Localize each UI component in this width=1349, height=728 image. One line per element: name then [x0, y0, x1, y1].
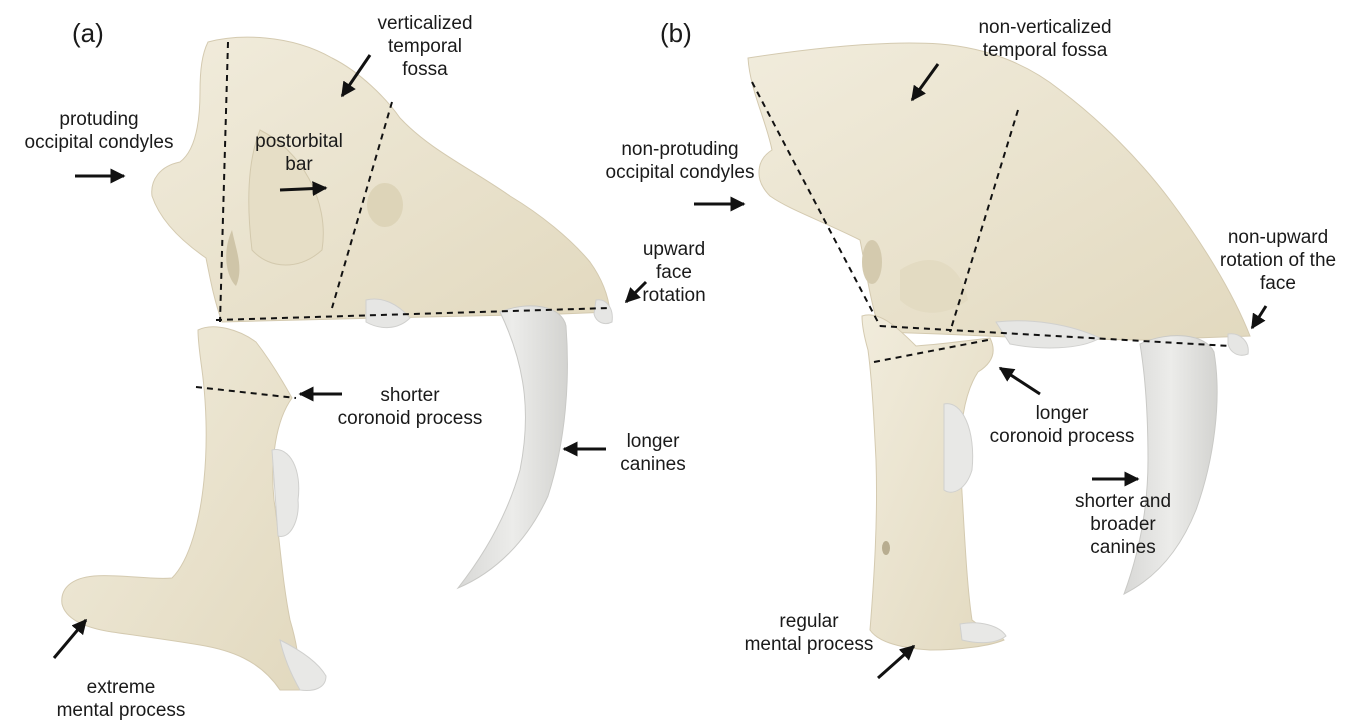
arrow-a-mental-process	[54, 620, 86, 658]
panel-a-label: (a)	[72, 18, 104, 48]
label-a-postorbital-bar: postorbital bar	[244, 130, 354, 176]
label-a-temporal-fossa: verticalized temporal fossa	[360, 12, 490, 81]
panel-b-mandible	[862, 315, 1004, 650]
panel-a-canine	[458, 306, 567, 588]
label-a-canines: longer canines	[608, 430, 698, 476]
arrow-b-face-rotation	[1252, 306, 1266, 328]
label-b-mental-process: regular mental process	[724, 610, 894, 656]
label-b-canines: shorter and broader canines	[1068, 490, 1178, 559]
panel-a-mandible	[62, 327, 300, 690]
label-a-occipital-condyles: protuding occipital condyles	[4, 108, 194, 154]
panel-b-cranium	[748, 43, 1250, 340]
label-a-face-rotation: upward face rotation	[632, 238, 716, 307]
label-b-occipital-condyles: non-protuding occipital condyles	[580, 138, 780, 184]
label-b-temporal-fossa: non-verticalized temporal fossa	[960, 16, 1130, 62]
label-b-face-rotation: non-upward rotation of the face	[1210, 226, 1346, 295]
label-b-coronoid-process: longer coronoid process	[982, 402, 1142, 448]
arrow-a-postorbital-bar	[280, 188, 326, 190]
label-a-coronoid-process: shorter coronoid process	[330, 384, 490, 430]
panel-b-label: (b)	[660, 18, 692, 48]
label-a-mental-process: extreme mental process	[46, 676, 196, 722]
arrow-b-coronoid-process	[1000, 368, 1040, 394]
